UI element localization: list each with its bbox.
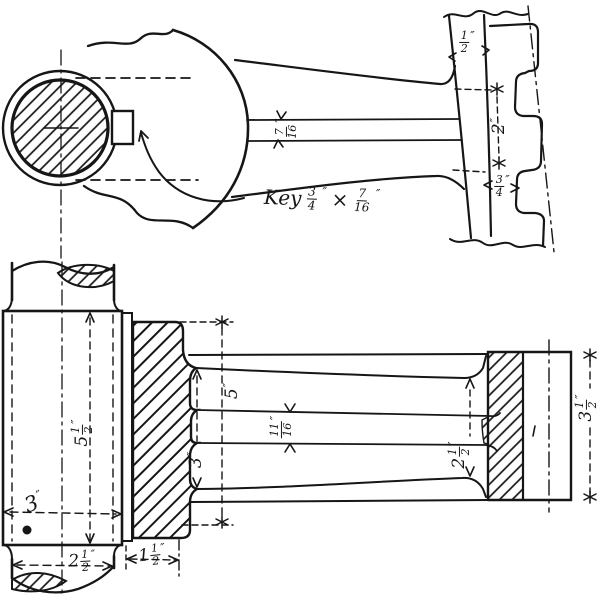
dim-star-rim-face-top	[490, 82, 504, 96]
rim-inner-line	[447, 14, 473, 240]
dim-arrow-hub-length-top	[85, 312, 95, 323]
key-leader-arrowhead	[138, 130, 149, 142]
shaft-break-bottom-lens	[11, 572, 68, 593]
dim-arrow-half-left	[448, 52, 457, 62]
dim-arrow-arm-rim-top	[465, 378, 475, 389]
dim-arrow-ribwidth-bottom	[273, 139, 284, 149]
ink-dot	[22, 525, 32, 535]
arm-rib-bottom	[247, 139, 463, 142]
dim-arrow-tooth-left	[483, 180, 493, 190]
dim-arrow-hub-length-bottom	[85, 533, 95, 544]
dim-arrow-arm-rim-bottom	[465, 466, 475, 477]
arm-bottom-edge	[230, 174, 466, 199]
arm-line-bottom-flat	[189, 499, 489, 503]
key-rect	[110, 109, 135, 146]
shaft-break-top-lens	[56, 263, 115, 289]
arm-rib-top	[246, 118, 460, 121]
dim-arrow-tooth-right	[510, 183, 520, 193]
arm-line-rib-top	[196, 409, 501, 418]
dim-line-hub-dia	[9, 511, 117, 515]
boss-break-bottom	[82, 184, 195, 230]
dim-arrow-projection-right	[168, 555, 179, 565]
shaft-fillet-bottom-left	[2, 544, 13, 560]
dim-label-rim-face: 2″	[488, 117, 509, 135]
dim-star-rim-height-top	[583, 348, 597, 362]
dim-arrow-hub-dia-left	[3, 507, 14, 517]
rim-break-top	[443, 10, 529, 18]
hub-flange-strip	[121, 312, 133, 542]
side-view	[1, 260, 597, 599]
tooth-pitch-centerline	[527, 5, 555, 253]
dim-arrow-rib-depth-top	[192, 369, 202, 380]
arm-top-edge	[233, 58, 457, 86]
dim-arrow-ribwidth-top	[276, 110, 287, 120]
dim-label-arm-depth-hub: 5″	[221, 382, 242, 400]
rim-outer-line	[482, 13, 493, 238]
dim-arrow-projection-left	[126, 554, 137, 564]
dim-star-rim-face-bottom	[492, 156, 506, 170]
dim-ext-rim-face-top	[454, 88, 494, 91]
boss-break-top	[86, 28, 175, 48]
dim-star-rim-height-bottom	[583, 490, 597, 504]
dim-line-projection	[129, 558, 176, 561]
stray-tick	[532, 425, 536, 437]
dim-arrow-shaft-dia-left	[12, 560, 23, 570]
dim-arrow-hub-dia-right	[111, 509, 122, 519]
boss-arc	[171, 28, 250, 230]
dim-label-rib-depth-hub: 3″	[185, 451, 206, 469]
shaft-fillet-top-right	[113, 298, 123, 312]
dim-arrow-shaft-dia-right	[102, 561, 113, 571]
shaft-fillet-bottom-right	[113, 544, 123, 557]
rim-section-outline	[486, 350, 573, 502]
dim-arrow-half-right	[481, 45, 490, 56]
dim-arrow-rib-depth-bottom	[192, 477, 202, 488]
dim-ext-tooth-depth	[452, 169, 486, 173]
dim-line-rim-face	[496, 96, 500, 159]
rim-section-hatch	[488, 352, 523, 500]
dim-line-shaft-dia	[16, 564, 110, 567]
dim-star-arm-depth-bottom	[215, 515, 229, 529]
dim-arrow-rib-thickness-bottom	[284, 443, 296, 453]
dim-star-arm-depth-top	[215, 315, 229, 329]
key-leader-line	[140, 132, 245, 203]
arm-line-top-flat	[188, 353, 489, 356]
arm-root-section	[131, 320, 202, 540]
plan-view	[1, 5, 555, 259]
rim-break-bottom	[449, 238, 546, 248]
sprocket-teeth	[488, 22, 546, 248]
shaft-fillet-top-left	[2, 296, 13, 312]
arm-line-top-edge	[195, 355, 487, 380]
arm-line-bottom-edge	[196, 476, 487, 498]
dim-arrow-rib-thickness-top	[284, 403, 296, 413]
